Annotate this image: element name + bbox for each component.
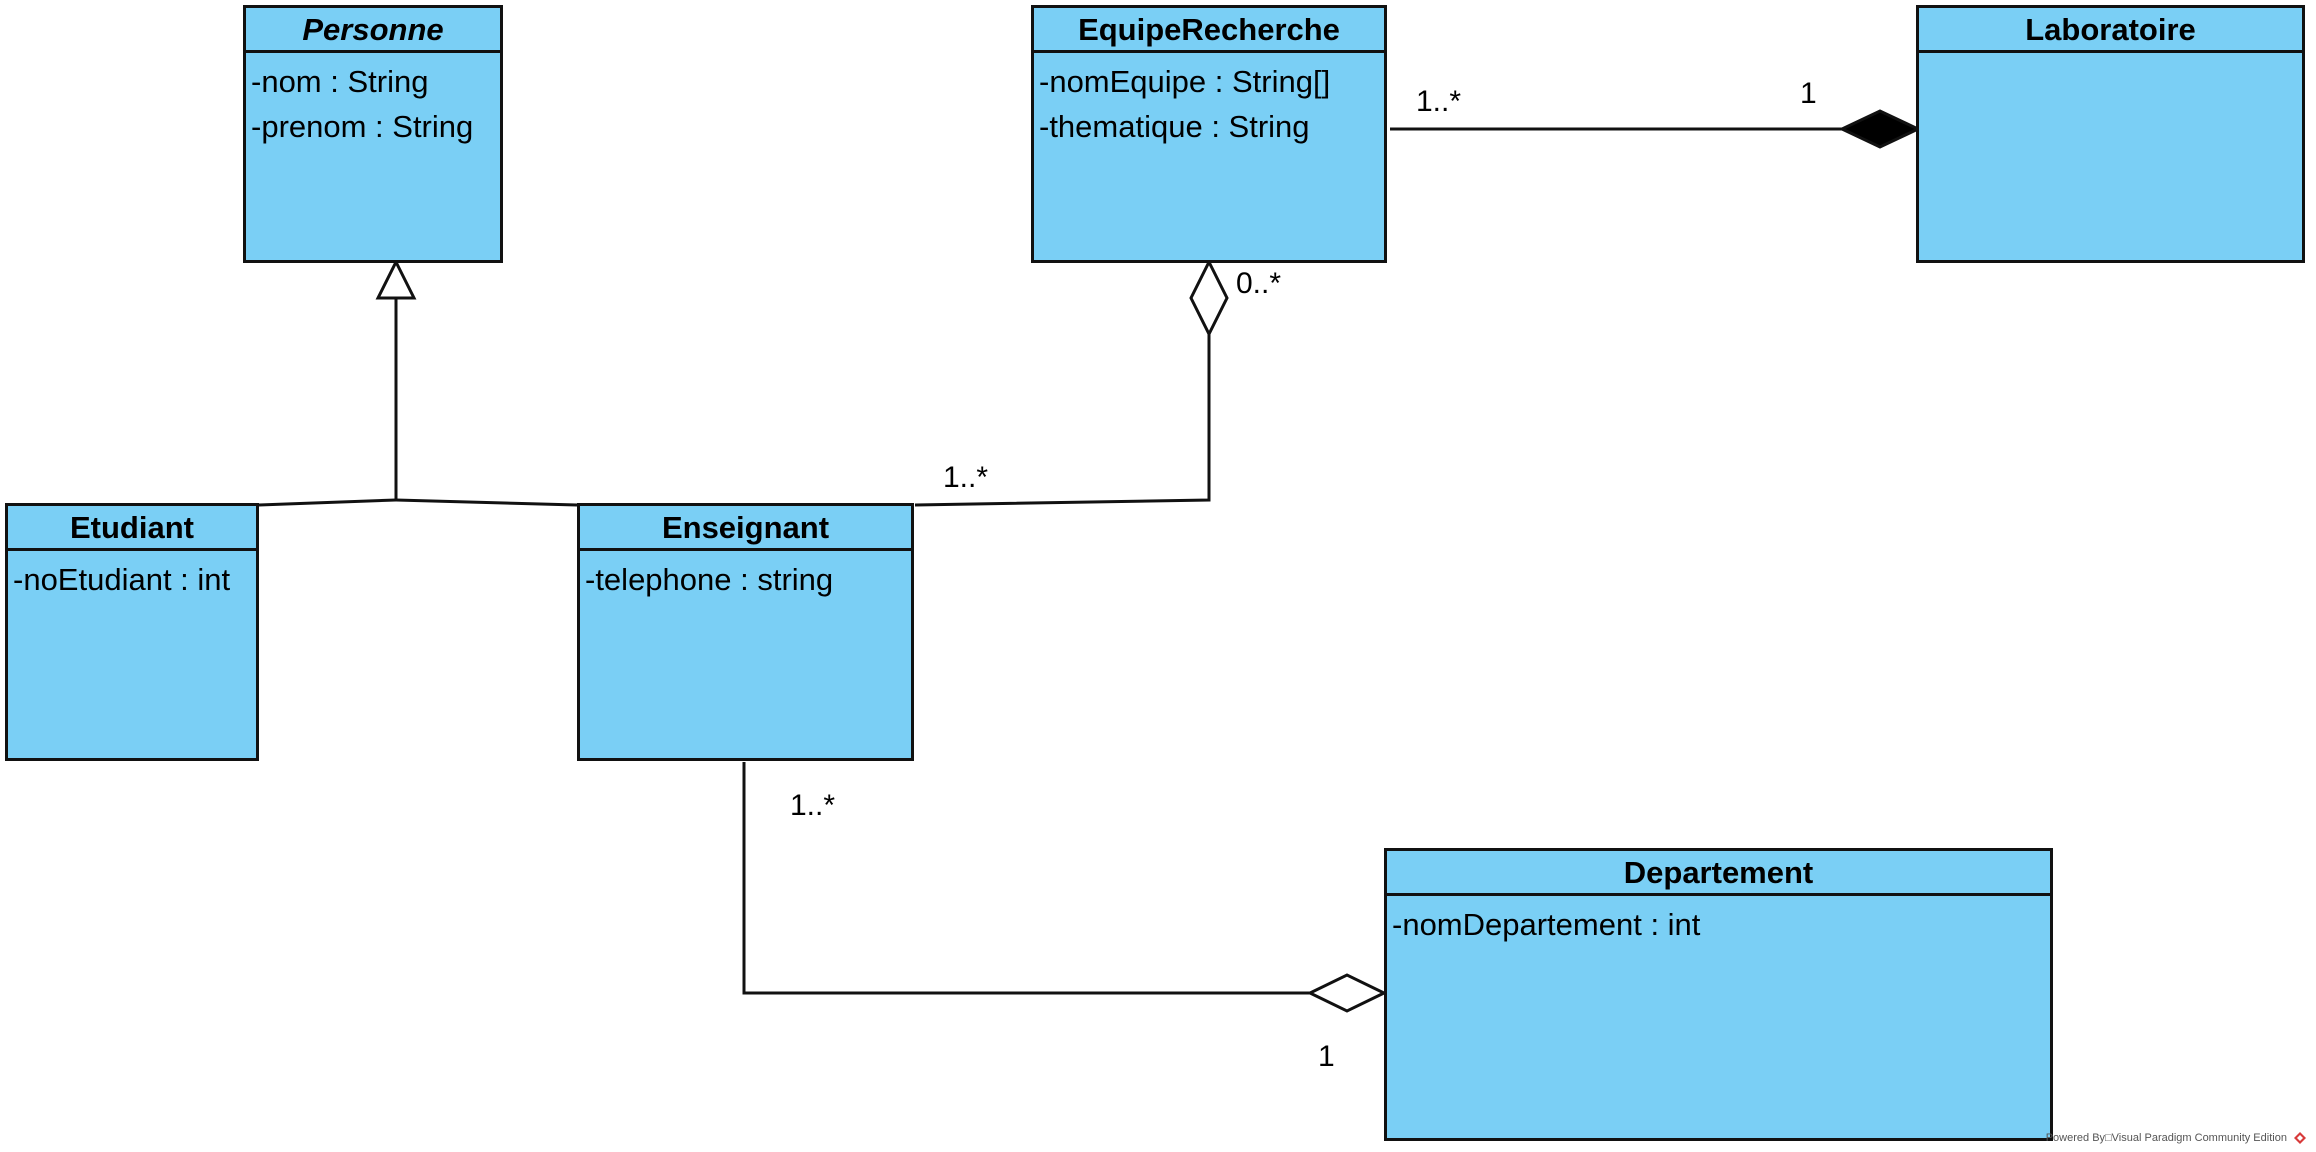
multiplicity-ens-dept-whole: 1 bbox=[1318, 1040, 1335, 1073]
multiplicity-equipe-lab-whole: 1 bbox=[1800, 77, 1817, 110]
generalization-line-enseignant bbox=[395, 498, 578, 507]
class-name: Enseignant bbox=[580, 506, 911, 551]
generalization-line-etudiant bbox=[258, 498, 397, 507]
class-name: EquipeRecherche bbox=[1034, 8, 1384, 53]
composition-diamond-icon bbox=[1838, 109, 1922, 149]
generalization-arrowhead-icon bbox=[375, 258, 417, 300]
class-name: Laboratoire bbox=[1919, 8, 2302, 53]
aggregation-diamond-departement-icon bbox=[1306, 973, 1388, 1013]
class-name: Personne bbox=[246, 8, 500, 53]
attribute: -nomEquipe : String[] bbox=[1039, 64, 1331, 99]
class-name: Departement bbox=[1387, 851, 2050, 896]
attribute: -thematique : String bbox=[1039, 109, 1310, 144]
aggregation-line-equipe bbox=[914, 334, 1211, 507]
multiplicity-ens-equipe-part: 1..* bbox=[943, 461, 989, 494]
attribute-list: -nomEquipe : String[] -thematique : Stri… bbox=[1034, 53, 1384, 149]
attribute: -prenom : String bbox=[251, 109, 474, 144]
footer-text: Powered By□Visual Paradigm Community Edi… bbox=[2045, 1131, 2287, 1144]
class-equipe-recherche[interactable]: EquipeRecherche -nomEquipe : String[] -t… bbox=[1031, 5, 1387, 263]
attribute: -noEtudiant : int bbox=[13, 562, 231, 597]
multiplicity-ens-dept-part: 1..* bbox=[790, 789, 836, 822]
attribute-list: -noEtudiant : int bbox=[8, 551, 256, 602]
attribute: -nom : String bbox=[251, 64, 429, 99]
class-enseignant[interactable]: Enseignant -telephone : string bbox=[577, 503, 914, 761]
attribute-list: -nomDepartement : int bbox=[1387, 896, 2050, 947]
class-etudiant[interactable]: Etudiant -noEtudiant : int bbox=[5, 503, 259, 761]
attribute: -telephone : string bbox=[585, 562, 834, 597]
attribute-list: -nom : String -prenom : String bbox=[246, 53, 500, 149]
powered-by-footer: Powered By□Visual Paradigm Community Edi… bbox=[2046, 1132, 2306, 1144]
attribute: -nomDepartement : int bbox=[1392, 907, 1701, 942]
class-personne[interactable]: Personne -nom : String -prenom : String bbox=[243, 5, 503, 263]
visual-paradigm-logo-icon bbox=[2294, 1132, 2306, 1144]
aggregation-line-departement bbox=[742, 762, 1310, 995]
aggregation-diamond-equipe-icon bbox=[1189, 258, 1229, 338]
multiplicity-ens-equipe-whole: 0..* bbox=[1236, 267, 1282, 300]
class-laboratoire[interactable]: Laboratoire bbox=[1916, 5, 2305, 263]
attribute-list: -telephone : string bbox=[580, 551, 911, 602]
class-departement[interactable]: Departement -nomDepartement : int bbox=[1384, 848, 2053, 1141]
class-name: Etudiant bbox=[8, 506, 256, 551]
multiplicity-equipe-lab-part: 1..* bbox=[1416, 85, 1462, 118]
